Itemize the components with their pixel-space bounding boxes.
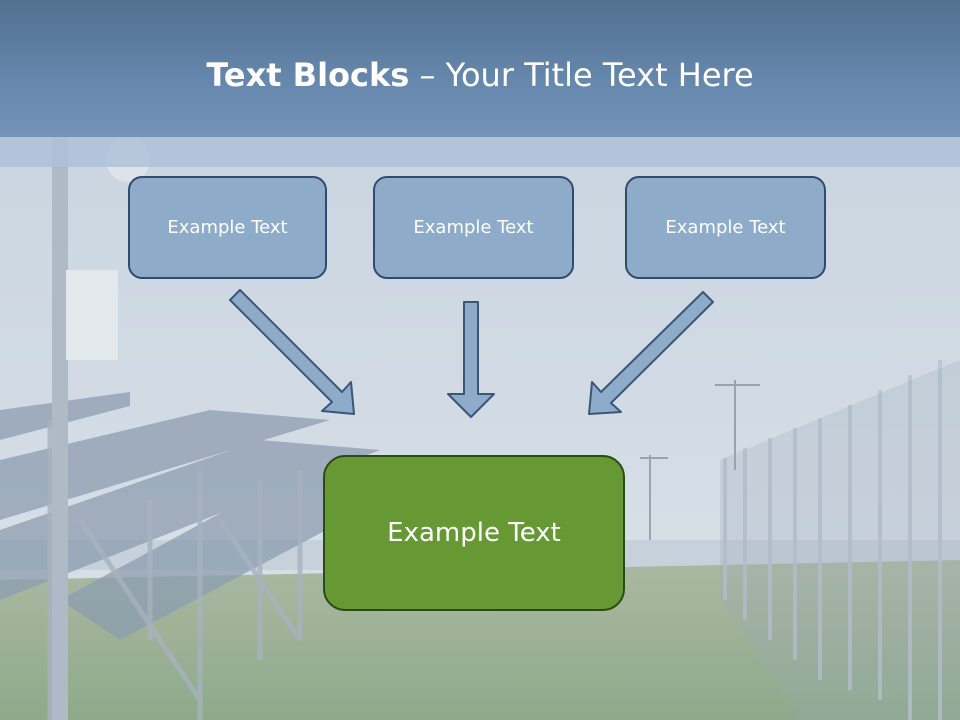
target-text-block[interactable]: Example Text [323,455,625,611]
title-sub-band [0,137,960,167]
target-text-block-label: Example Text [387,518,561,548]
title-bold-part: Text Blocks [206,56,410,94]
title-band: Text Blocks – Your Title Text Here [0,0,960,137]
title-rest: Your Title Text Here [445,56,754,94]
text-block-1[interactable]: Example Text [128,176,327,279]
title-separator: – [409,56,446,94]
text-block-3-label: Example Text [665,217,786,238]
text-block-2-label: Example Text [413,217,534,238]
text-block-3[interactable]: Example Text [625,176,826,279]
slide-title: Text Blocks – Your Title Text Here [0,52,960,98]
text-block-1-label: Example Text [167,217,288,238]
text-block-2[interactable]: Example Text [373,176,574,279]
